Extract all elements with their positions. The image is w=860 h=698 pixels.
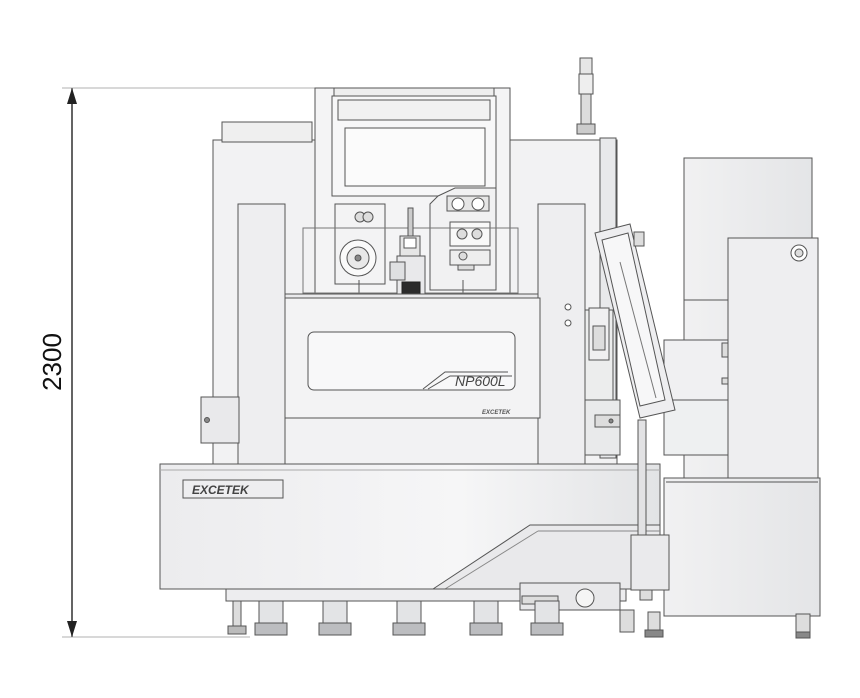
- signal-tower: [576, 57, 596, 135]
- machine-feet: [225, 582, 664, 638]
- height-dimension-label: 2300: [37, 333, 67, 391]
- control-panel: [314, 87, 511, 294]
- operator-pendant: [588, 223, 676, 601]
- cover-brand-label: EXCETEK: [482, 410, 511, 416]
- monitor-screen: [344, 127, 486, 187]
- base-brand-label: EXCETEK: [192, 483, 250, 497]
- work-tank-cover: NP600L EXCETEK: [284, 297, 572, 419]
- height-dimension: 2300: [37, 87, 330, 638]
- electrical-cabinet: [663, 157, 821, 639]
- frame-posts: [200, 203, 586, 465]
- model-label: NP600L: [455, 373, 506, 389]
- machine-base: EXCETEK: [159, 463, 661, 590]
